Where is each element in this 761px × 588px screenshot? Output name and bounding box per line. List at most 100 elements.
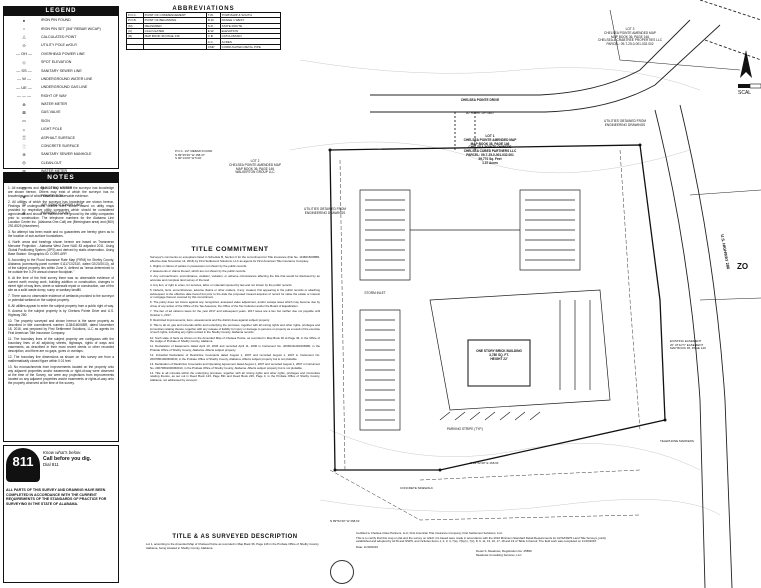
legend-label: LIGHT POLE	[41, 127, 63, 132]
legend-symbol-icon: ⑨	[22, 210, 26, 216]
lot-1-line: 59,770 Sq. Feet	[478, 156, 502, 161]
legend-symbol-icon: ⊕	[22, 151, 26, 157]
building-line: HEIGHT 22'	[490, 356, 508, 361]
lot-1-line: CHELSEA POINTE AMENDED MAP	[463, 137, 517, 142]
legend-item: — OH —OVERHEAD POWER LINE	[4, 50, 118, 58]
legend-symbol-icon: ◈	[22, 193, 26, 199]
certification-body: This is to certify that this map or plat…	[356, 535, 606, 544]
abbreviations-panel: ABBREVIATIONS P.O.C.POINT OF COMMENCEMEN…	[126, 6, 282, 51]
abbreviation-cell	[126, 43, 144, 51]
lot-1-line: CHELSEA CUBED PARTNERS LLC	[463, 149, 517, 154]
legend-label: SPOT ELEVATION	[41, 60, 72, 65]
note-item: 3. No attempt has been made and no guara…	[8, 230, 114, 239]
legend-symbol-icon: — OH —	[15, 51, 33, 57]
poc-line: S 00°14'20" W 5.00'	[175, 156, 202, 161]
legend-symbol-icon: — W —	[17, 76, 31, 82]
lot-3-line: LOT 3	[625, 27, 635, 31]
lot-1-line: LOT 1	[485, 134, 495, 138]
lot-3-line: CHELSEA POINTE AMENDED MAP	[604, 30, 656, 35]
title-commitment-item: Surveyor's comments on exceptions listed…	[150, 256, 320, 263]
legend-label: WATER METER	[41, 169, 68, 174]
legend-item: ⊞WATER METER	[4, 167, 118, 175]
title-commitment-item: 6. The policy does not insure against an…	[150, 300, 320, 309]
notes-panel: NOTES 1. All easements and rights of way…	[3, 172, 119, 442]
legend-symbol-icon: ◇	[22, 59, 26, 65]
lot-3-line: PARCEL: 09-7-25-0-001-032.002	[606, 42, 654, 47]
certification-intro: Certified to Chelsea Cities Partners, LL…	[356, 531, 504, 535]
adjoining-lots	[609, 9, 761, 301]
legend-label: ASPHALT SURFACE	[41, 135, 76, 140]
legend-label: RIGHT OF WAY	[41, 93, 67, 98]
legend-symbol-icon: — UE —	[16, 84, 32, 90]
dial-811: Dial 811	[43, 462, 59, 467]
legend-symbol-icon: ⊠	[22, 109, 26, 115]
legend-item: — — — RIGHT OF WAY	[4, 92, 118, 100]
certification-date: Date: 11/18/2016	[356, 545, 378, 550]
legend-item: ░CONCRETE SURFACE	[4, 142, 118, 150]
legend-label: CLEAN-OUT	[41, 160, 62, 165]
lot-1-line: CHELSEA POINTE OWNERS	[468, 145, 512, 150]
utility-lines	[329, 149, 641, 521]
lot-2-line: CHELSEA POINTE AMENDED MAP	[229, 162, 281, 167]
legend-label: UNDERGROUND WATER LINE	[41, 76, 93, 81]
title-commitment-item: 13. Declaration of Restrictive Covenants…	[150, 361, 320, 370]
legend-label: WATER METER	[41, 102, 68, 107]
title-commitment-item: 1. Rights or claims of parties in posses…	[150, 263, 248, 268]
surveyor-name: Derek S. Meadows, Registration No. 25899	[476, 548, 532, 553]
building-line: 3,780 SQ. FT.	[489, 352, 509, 357]
legend-symbol-icon: ⊙	[22, 42, 26, 48]
scale-bar	[738, 83, 761, 89]
call-811-logo: 811	[6, 448, 40, 482]
legend-list: ●IRON PIN FOUND○IRON PIN SET (5/8" REBAR…	[4, 16, 118, 217]
lot-2-line: MAP BOOK 36, PAGE 146	[236, 166, 274, 171]
lot-1-line: 1.37 Acres	[482, 160, 498, 165]
north-arrow-icon	[740, 50, 752, 78]
legend-symbol-icon: — SS —	[16, 68, 32, 74]
legend-item: △CALCULATED POINT	[4, 33, 118, 41]
chelsea-pointe-drive	[370, 19, 721, 150]
legend-symbol-icon: ⊟	[22, 202, 26, 208]
notes-list: 1. All easements and rights of way of wh…	[4, 183, 118, 387]
note-item: 8. All utilities appear to enter the sub…	[8, 303, 114, 308]
legend-label: POWER BOX	[41, 194, 64, 199]
row-label: 60' RIGHT-OF-WAY	[465, 111, 495, 115]
legend-label: UNDERGROUND GAS LINE	[41, 85, 88, 90]
legend-item: ☼LIGHT POLE	[4, 125, 118, 133]
legend-item: ⊗WATER METER	[4, 100, 118, 108]
title-commitment-item: 12. Industrial Declaration of Restrictiv…	[150, 353, 320, 361]
topo-contours	[289, 59, 721, 516]
note-item: 6. At the time of the field survey there…	[8, 275, 114, 293]
right-note-line: EXISTING EASEMENT	[670, 339, 702, 343]
lot-3-line: CHELSEA & CRABTREE PROPERTIES LLC	[597, 38, 663, 43]
legend-item: ⊕SANITARY SEWER MANHOLE	[4, 150, 118, 158]
legend-panel: LEGEND ●IRON PIN FOUND○IRON PIN SET (5/8…	[3, 6, 119, 216]
title-commitment-item: 11. Declaration of Easements dated April…	[150, 344, 320, 353]
note-item: 9. Access to the subject property is by …	[8, 309, 114, 318]
note-item: 11. The boundary lines of the subject pr…	[8, 337, 114, 354]
legend-symbol-icon: — — —	[16, 93, 32, 99]
legend-item: — W — UNDERGROUND WATER LINE	[4, 75, 118, 83]
title-commitment-body: Surveyor's comments on exceptions listed…	[150, 256, 320, 536]
title-commitment-item: 14. Title to all minerals within the und…	[150, 370, 320, 383]
drive-label: CHELSEA POINTE DRIVE	[460, 98, 500, 102]
legend-symbol-icon: ▭	[22, 118, 26, 124]
certification-block: Certified to Chelsea Cities Partners, LL…	[326, 531, 606, 586]
note-item: 7. There was no observable evidence of w…	[8, 293, 114, 302]
legend-item: ⊟AIR CONDITIONER UNIT	[4, 201, 118, 209]
legend-item: ⊠GAS VALVE	[4, 108, 118, 116]
poc-line: P.O.C. 1/2" REBAR FOUND	[175, 149, 213, 153]
title-commitment-item: 4. Any lien, or right to a lien, for ser…	[150, 282, 293, 287]
abbreviation-cell: CMP	[205, 43, 221, 51]
scale-label: SCAL	[738, 90, 752, 96]
legend-label: CALCULATED POINT	[41, 34, 77, 39]
highway-280	[654, 0, 761, 588]
title-commitment-heading: TITLE COMMITMENT	[191, 246, 269, 253]
lot-2-line: WALKERTON GROUP LLC	[235, 170, 275, 175]
legend-item: ⊡ELECTRIC METER	[4, 184, 118, 192]
